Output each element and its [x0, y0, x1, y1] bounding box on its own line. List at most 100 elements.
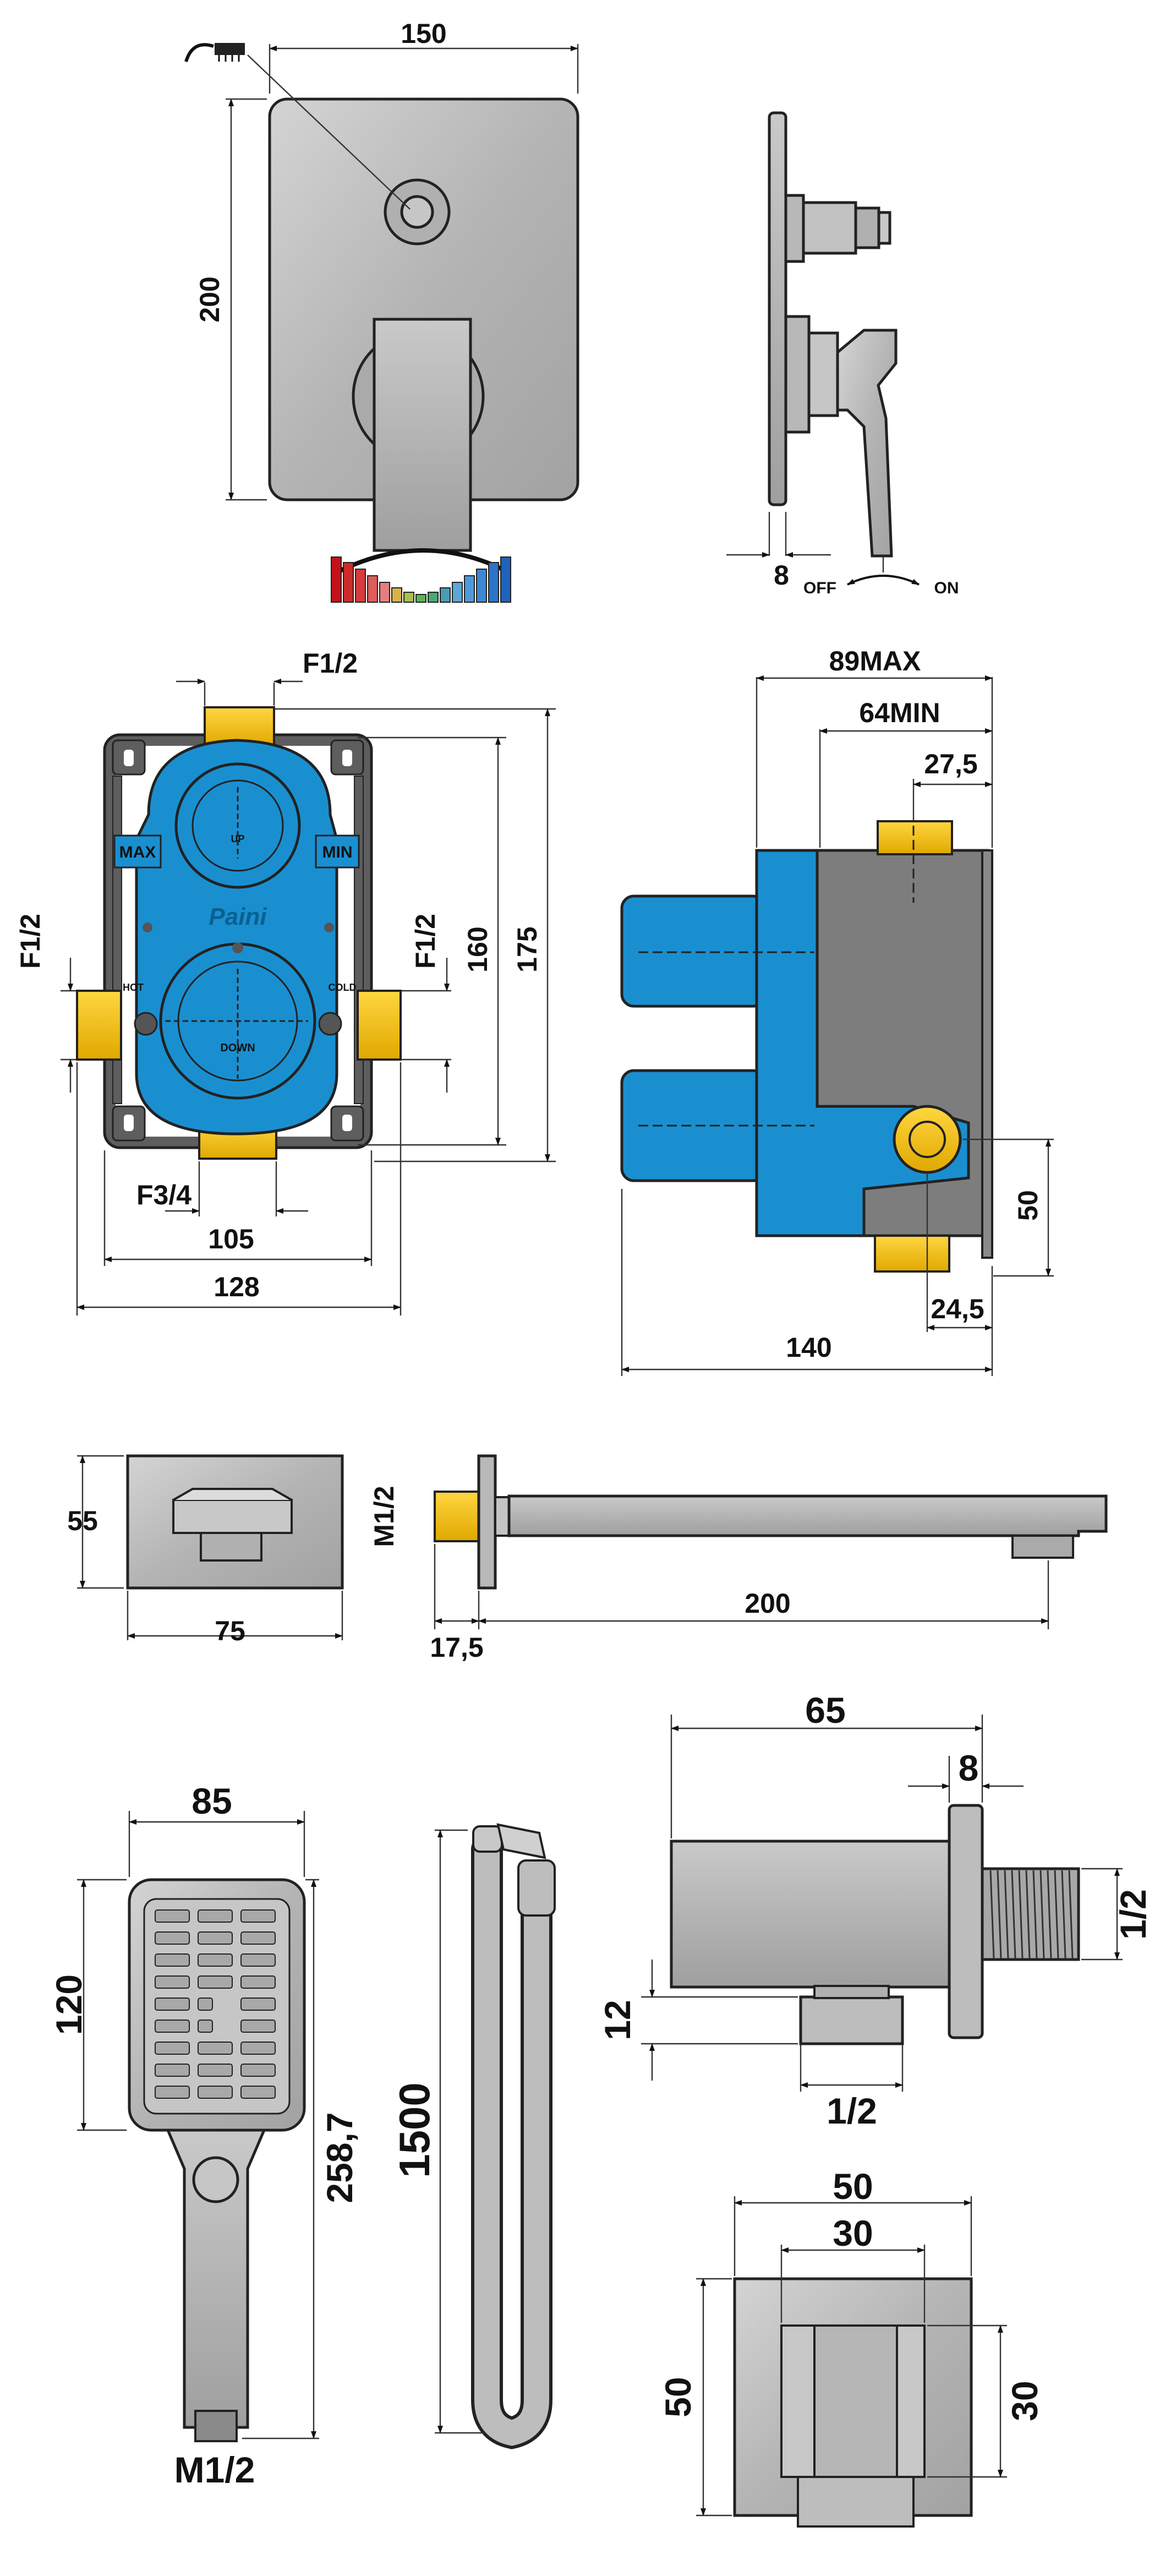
hose-length-label: 1500 — [390, 2082, 439, 2178]
plate-height-label: 200 — [194, 276, 225, 322]
side-height-label: 50 — [1013, 1190, 1043, 1221]
nozzle — [155, 2064, 190, 2077]
nozzle — [198, 1998, 213, 2011]
nozzle — [155, 2042, 190, 2055]
shower-icon — [184, 43, 245, 62]
thread-line — [1025, 1870, 1031, 1959]
nozzle — [198, 2086, 233, 2099]
spout-length-label: 200 — [745, 1588, 790, 1619]
side-top-fitting — [877, 820, 953, 855]
right-inlet — [357, 990, 402, 1061]
nozzle — [240, 2064, 276, 2077]
top-inlet-label: F1/2 — [303, 648, 358, 679]
max-label: MAX — [119, 843, 156, 861]
side-port — [893, 1105, 962, 1174]
outlet-front-height-label: 50 — [658, 2377, 698, 2417]
bottom-outlet-label: F3/4 — [136, 1180, 191, 1210]
bottom-offset-label: 24,5 — [931, 1294, 984, 1324]
left-inlet-label: F1/2 — [15, 914, 46, 969]
shower-head-height-label: 120 — [48, 1974, 89, 2035]
spout-thread-length-label: 17,5 — [430, 1632, 483, 1663]
nozzle — [155, 1998, 190, 2011]
outer-width-label: 128 — [214, 1271, 259, 1302]
spout-thread-label: M1/2 — [369, 1486, 400, 1547]
nozzle — [155, 2086, 190, 2099]
outlet-body — [670, 1840, 959, 1989]
nozzle — [198, 1931, 233, 1945]
outlet-front-width-label: 50 — [833, 2166, 873, 2207]
thread-line — [997, 1870, 1002, 1959]
outlet-plate-label: 8 — [959, 1748, 979, 1788]
diverter-knob-center — [400, 195, 434, 229]
port-offset-label: 27,5 — [924, 749, 977, 779]
shower-width-label: 85 — [191, 1781, 232, 1821]
left-inlet — [76, 990, 122, 1061]
nozzle — [240, 2020, 276, 2033]
thread-line — [1011, 1870, 1016, 1959]
nozzle — [198, 1975, 233, 1989]
mixer-side-view: 8 OFF ON — [726, 111, 959, 597]
box-front-view: MAX MIN Paini UP DOWN HOT COLD F1/2 F1/2… — [15, 648, 556, 1316]
nozzle — [155, 1931, 190, 1945]
outlet-offset-label: 12 — [597, 2000, 638, 2040]
thread-line — [1047, 1870, 1052, 1959]
spout-side-view: M1/2 17,5 200 — [369, 1454, 1108, 1663]
nozzle — [240, 1998, 276, 2011]
nozzle — [155, 1975, 190, 1989]
hand-shower-view: 85 120 258,7 M1/2 — [48, 1781, 360, 2490]
shower-length-label: 258,7 — [319, 2112, 360, 2203]
max-depth-label: 89MAX — [829, 646, 921, 676]
spout-plate-height-label: 55 — [67, 1505, 98, 1536]
outlet-nipple — [799, 1995, 904, 2045]
side-thickness-label: 8 — [774, 560, 789, 591]
nozzle — [198, 2064, 233, 2077]
nozzle-grid — [155, 1909, 276, 2099]
nozzle — [240, 2086, 276, 2099]
down-label: DOWN — [220, 1042, 255, 1054]
outlet-thread-label: 1/2 — [1113, 1889, 1153, 1940]
thread-line — [1061, 1870, 1066, 1959]
side-bottom-fitting — [874, 1235, 950, 1273]
side-plate — [768, 111, 787, 506]
spout-front-view: 55 75 — [67, 1454, 344, 1646]
mixer-lever — [373, 318, 472, 552]
off-label: OFF — [803, 579, 836, 597]
nozzle — [198, 1909, 233, 1923]
thread-line — [1039, 1870, 1045, 1959]
nozzle — [240, 1953, 276, 1967]
nozzle — [240, 1931, 276, 1945]
right-inlet-label: F1/2 — [410, 914, 441, 969]
outlet-front-inner-height-label: 30 — [1004, 2381, 1045, 2421]
thread-line — [1032, 1870, 1038, 1959]
shower-handle — [166, 2129, 266, 2429]
hot-label: HOT — [123, 982, 144, 993]
spout-thread — [434, 1491, 480, 1542]
outlet-length-label: 65 — [805, 1690, 845, 1731]
spout-body — [507, 1494, 1108, 1537]
nozzle — [198, 2020, 213, 2033]
shower-thread-label: M1/2 — [174, 2449, 255, 2490]
nozzle — [155, 1909, 190, 1923]
mixer-plate-view: 150 200 — [184, 18, 579, 603]
temperature-scale-icon — [331, 556, 511, 603]
thread-lines — [989, 1870, 1074, 1959]
thread-line — [1004, 1870, 1009, 1959]
total-depth-label: 140 — [786, 1332, 831, 1363]
nozzle — [198, 2042, 233, 2055]
outlet-front-inner-width-label: 30 — [833, 2213, 873, 2253]
outlet-plate — [948, 1804, 984, 2039]
thread-line — [989, 1870, 995, 1959]
wall-outlet-side-view: 65 8 1/2 12 1/2 — [597, 1690, 1153, 2131]
inner-width-label: 105 — [208, 1224, 254, 1254]
nozzle — [240, 1909, 276, 1923]
wall-outlet-front-view: 50 30 50 30 — [658, 2166, 1045, 2528]
outlet-nipple-label: 1/2 — [827, 2091, 877, 2131]
nozzle — [240, 2042, 276, 2055]
min-depth-label: 64MIN — [859, 697, 940, 728]
outer-height-label: 175 — [512, 926, 543, 972]
nozzle — [198, 1953, 233, 1967]
nozzle — [155, 1953, 190, 1967]
min-label: MIN — [322, 843, 353, 861]
box-side-view: 89MAX 64MIN 27,5 50 24,5 140 — [620, 646, 1054, 1376]
plate-width-label: 150 — [401, 18, 446, 49]
